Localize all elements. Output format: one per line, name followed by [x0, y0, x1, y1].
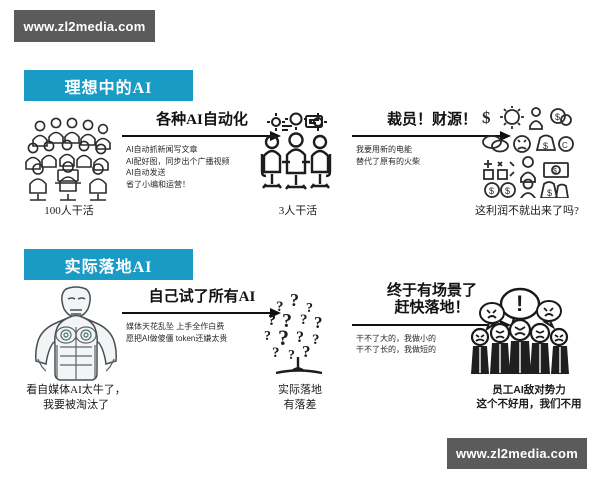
svg-text:?: ?	[278, 325, 289, 350]
three-workers-at-computers-with-gears-illustration	[260, 112, 332, 190]
arrow-block-ai-automation: 各种AI自动化 AI自动抓新闻写文章 AI配好图，同步出个广播视频 AI自动发送…	[122, 112, 282, 191]
arrow-sub-finally-scenario: 干不了大的，我做小的 干不了长的，我做短的	[356, 333, 436, 355]
svg-text:$: $	[555, 112, 560, 122]
svg-text:?: ?	[276, 299, 284, 315]
arrow-title-finally-scenario: 终于有场景了 赶快落地！	[386, 283, 477, 317]
arrow-title-ai-automation: 各种AI自动化	[156, 112, 248, 128]
svg-text:?: ?	[300, 312, 308, 328]
svg-text:?: ?	[306, 301, 313, 316]
section-banner-ideal-ai: 理想中的AI	[24, 70, 193, 101]
section-row-ideal-ai: 100人干活 各种AI自动化 AI自动抓新闻写文章 AI配好图，同步出个广播视频…	[0, 104, 600, 229]
crowd-of-office-workers-illustration	[25, 117, 111, 201]
svg-text:?: ?	[288, 348, 295, 363]
svg-text:$: $	[543, 141, 548, 151]
question-mark-tree-illustration: ? ? ? ? ? ? ? ? ? ? ? ? ? ?	[264, 290, 323, 375]
svg-text:$: $	[547, 188, 552, 198]
svg-text:$: $	[482, 108, 491, 127]
arrow-right-icon	[122, 308, 282, 319]
svg-text:?: ?	[264, 329, 271, 344]
caption-self-media-ai-fear: 看自媒体AI太牛了， 我要被淘汰了	[26, 384, 126, 411]
watermark-top: www.zl2media.com	[14, 10, 155, 42]
arrow-sub-ai-automation: AI自动抓新闻写文章 AI配好图，同步出个广播视频 AI自动发送 省了小编和运营…	[126, 145, 230, 190]
angry-crowd-with-speech-bubbles-illustration: !	[470, 287, 569, 374]
caption-profit-question: 这利润不就出来了吗?	[475, 205, 579, 217]
svg-text:$: $	[553, 168, 557, 175]
caption-3-people-working: 3人干活	[278, 205, 318, 217]
caption-100-people-working: 100人干活	[44, 205, 94, 217]
arrow-title-layoffs-profit: 裁员！财源！	[386, 112, 477, 128]
arrow-sub-layoffs-profit: 我要用新的电能 替代了原有的火柴	[356, 145, 420, 166]
svg-text:?: ?	[302, 342, 311, 361]
section-banner-real-ai: 实际落地AI	[24, 249, 193, 280]
svg-text:?: ?	[296, 329, 304, 346]
svg-text:?: ?	[268, 312, 276, 329]
svg-text:$: $	[505, 186, 510, 196]
money-icons-grid-illustration: $ $ $ C $	[482, 106, 574, 198]
svg-text:?: ?	[290, 290, 299, 310]
muscular-cyborg-torso-illustration	[35, 286, 117, 381]
svg-text:$: $	[489, 186, 494, 196]
arrow-block-tried-all-ai: 自己试了所有AI 媒体天花乱坠 上手全作白费 愿把AI做傻僵 token还嫌太贵	[122, 289, 282, 344]
arrow-title-tried-all-ai: 自己试了所有AI	[148, 289, 256, 305]
svg-text:?: ?	[282, 310, 292, 332]
arrow-right-icon	[352, 319, 512, 330]
svg-text:?: ?	[272, 345, 280, 361]
svg-text:?: ?	[314, 313, 323, 332]
svg-text:!: !	[516, 291, 523, 316]
arrow-right-icon	[352, 131, 512, 142]
watermark-bottom: www.zl2media.com	[447, 438, 587, 469]
caption-employee-ai-resistance: 员工AI敌对势力 这个不好用，我们不用	[476, 384, 582, 411]
svg-text:?: ?	[312, 332, 320, 348]
caption-real-deployment-gap: 实际落地 有落差	[278, 384, 322, 411]
svg-text:C: C	[562, 141, 568, 150]
arrow-block-finally-scenario: 终于有场景了 赶快落地！ 干不了大的，我做小的 干不了长的，我做短的	[352, 283, 512, 356]
arrow-block-layoffs-profit: 裁员！财源！ 我要用新的电能 替代了原有的火柴	[352, 112, 512, 167]
section-row-real-ai: 看自媒体AI太牛了， 我要被淘汰了 自己试了所有AI 媒体天花乱坠 上手全作白费…	[0, 283, 600, 418]
arrow-sub-tried-all-ai: 媒体天花乱坠 上手全作白费 愿把AI做傻僵 token还嫌太贵	[126, 322, 228, 343]
